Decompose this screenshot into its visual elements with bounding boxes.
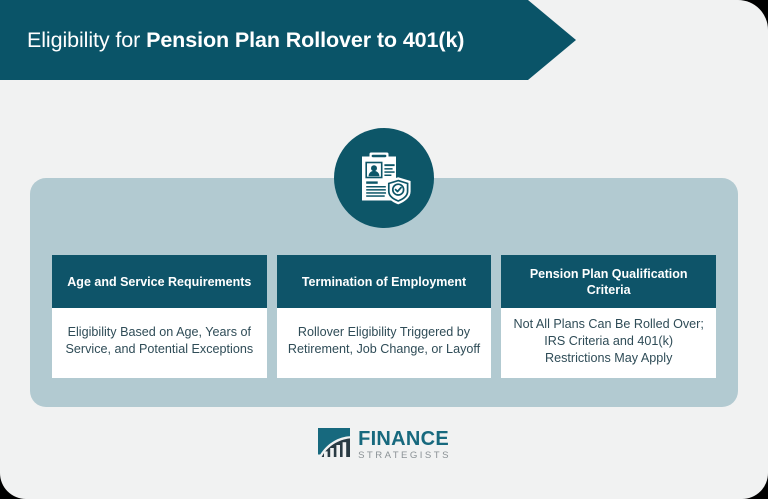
finance-strategists-bar-chart-logo-icon (317, 427, 351, 463)
info-card: Age and Service Requirements Eligibility… (52, 255, 267, 378)
page-title-regular: Eligibility for (27, 27, 147, 52)
header-banner: Eligibility for Pension Plan Rollover to… (0, 0, 576, 80)
logo-secondary-text: STRATEGISTS (358, 450, 451, 462)
info-card: Termination of Employment Rollover Eligi… (276, 255, 492, 378)
info-cards-row: Age and Service Requirements Eligibility… (52, 255, 717, 378)
logo-wordmark: FINANCE STRATEGISTS (358, 429, 451, 461)
document-shield-check-icon (334, 128, 434, 228)
page-title-bold: Pension Plan Rollover to 401(k) (146, 27, 465, 52)
info-card-title: Termination of Employment (276, 255, 492, 308)
footer-logo: FINANCE STRATEGISTS (0, 427, 768, 463)
logo-primary-text: FINANCE (358, 428, 450, 451)
page-title: Eligibility for Pension Plan Rollover to… (0, 28, 464, 53)
info-card-body: Eligibility Based on Age, Years of Servi… (65, 325, 254, 356)
info-card-body: Not All Plans Can Be Rolled Over; IRS Cr… (513, 316, 704, 365)
info-card-title: Pension Plan Qualification Criteria (501, 255, 717, 308)
info-card-title: Age and Service Requirements (52, 255, 267, 308)
info-card: Pension Plan Qualification Criteria Not … (501, 255, 717, 378)
info-card-body: Rollover Eligibility Triggered by Retire… (287, 325, 481, 356)
